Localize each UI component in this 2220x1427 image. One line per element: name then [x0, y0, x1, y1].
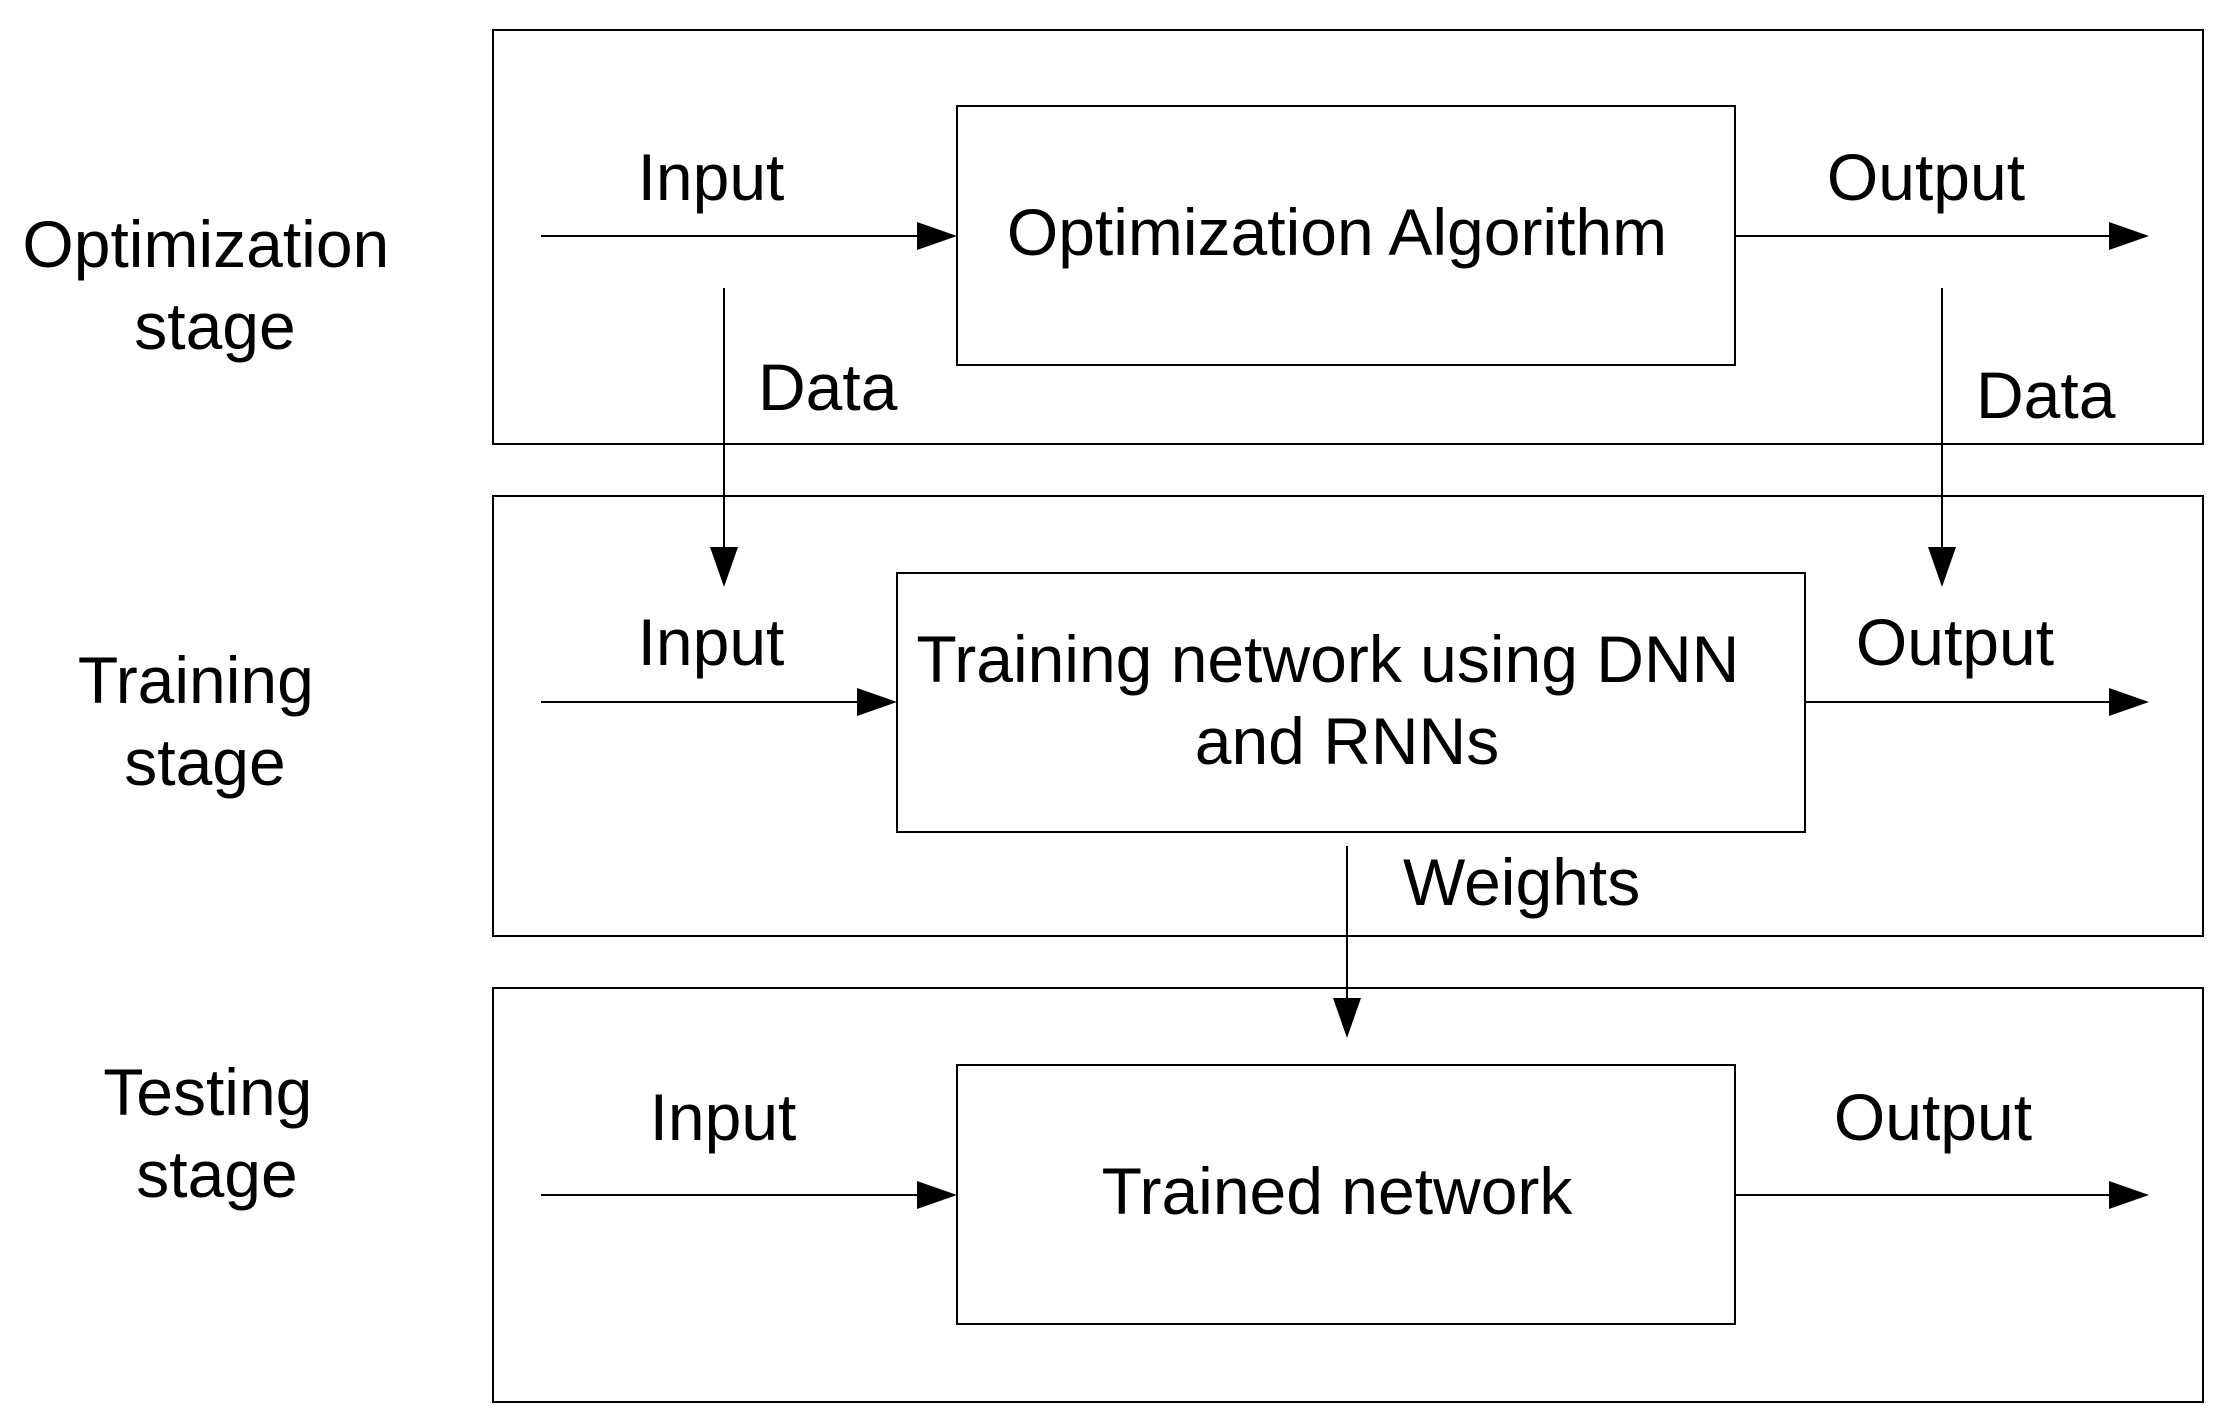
training-output-label: Output [1856, 605, 2054, 679]
training-network-text: Training network using DNN and RNNs [916, 622, 1757, 778]
trained-network-text: Trained network [1102, 1154, 1574, 1228]
testing-stage-label-line2: stage [136, 1137, 297, 1211]
testing-output-label: Output [1834, 1080, 2032, 1154]
training-stage-label: Training stage [78, 643, 332, 799]
weights-arrowhead [1333, 998, 1361, 1038]
data-right-arrowhead [1928, 547, 1956, 587]
optimization-output-label: Output [1827, 140, 2025, 214]
optimization-input-label: Input [638, 140, 785, 214]
training-input-arrowhead [857, 688, 897, 716]
trained-network-block [956, 1064, 1736, 1325]
optimization-stage-label-line1: Optimization [22, 207, 389, 281]
weights-label: Weights [1403, 845, 1640, 919]
training-stage-label-line1: Training [78, 643, 314, 717]
data-left-label: Data [758, 350, 898, 424]
data-left-arrowhead [710, 547, 738, 587]
training-network-text-line1: Training network using DNN [916, 622, 1739, 696]
optimization-input-arrowhead [917, 222, 957, 250]
training-network-block [896, 572, 1806, 833]
testing-output-arrowhead [2109, 1181, 2149, 1209]
optimization-algorithm-block [956, 105, 1736, 366]
optimization-stage-frame [492, 29, 2204, 445]
testing-input-label: Input [650, 1080, 797, 1154]
optimization-output-arrowhead [2109, 222, 2149, 250]
training-network-text-line2: and RNNs [1195, 704, 1499, 778]
testing-stage-label: Testing stage [103, 1055, 330, 1211]
training-input-label: Input [638, 605, 785, 679]
optimization-stage-label-line2: stage [134, 289, 295, 363]
training-output-arrowhead [2109, 688, 2149, 716]
data-right-label: Data [1976, 358, 2116, 432]
optimization-algorithm-text: Optimization Algorithm [1007, 195, 1667, 269]
testing-stage-label-line1: Testing [103, 1055, 312, 1129]
testing-input-arrowhead [917, 1181, 957, 1209]
optimization-stage-label: Optimization stage [22, 207, 407, 363]
training-stage-label-line2: stage [124, 725, 285, 799]
